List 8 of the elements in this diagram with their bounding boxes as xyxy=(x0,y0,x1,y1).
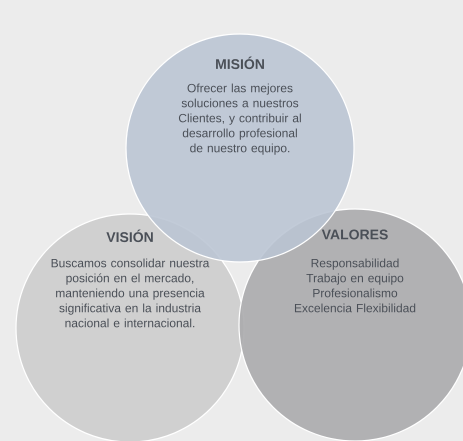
venn-circle xyxy=(15,213,245,441)
circle-text: Buscamos consolidar nuestra posición en el mercado, manteniendo una presencia significativa en la industria nacional e internacional. xyxy=(52,258,210,328)
circle-text: Ofrecer las mejores soluciones a nuestros Clientes, y contribuir al desarrollo profesional de nuestro equipo. xyxy=(178,84,301,155)
venn-circle xyxy=(238,208,463,441)
circle-heading: VISIÓN xyxy=(106,230,153,242)
circle-heading: VALORES xyxy=(322,230,388,240)
circle-text: Responsabilidad Trabajo en equipo Profesionalismo Excelencia Flexibilidad xyxy=(294,258,416,312)
circle-heading: MISIÓN xyxy=(216,56,264,70)
